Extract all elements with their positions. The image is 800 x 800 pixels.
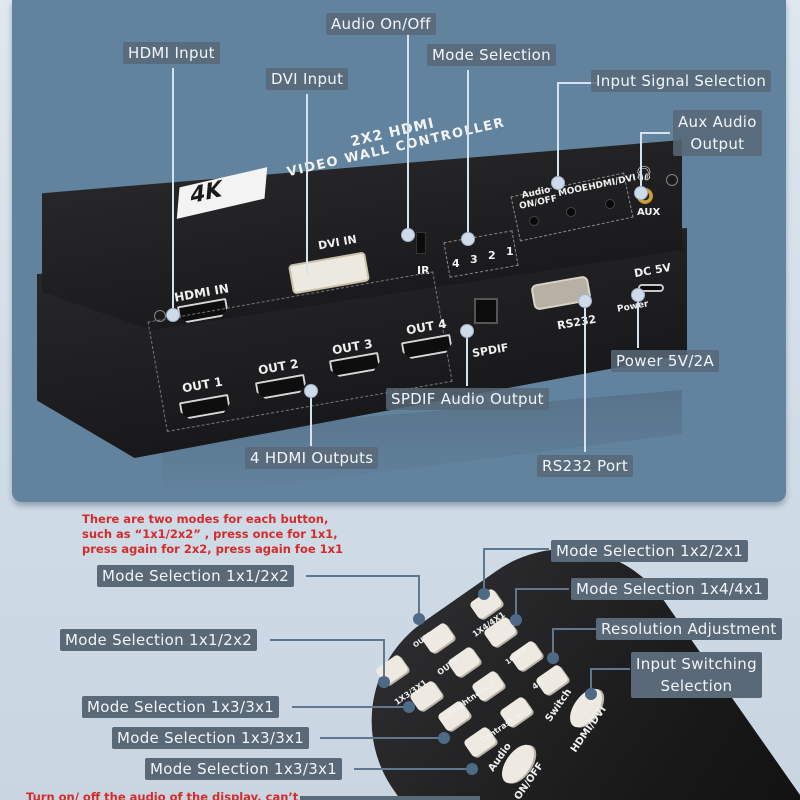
callout-label-cutoff <box>300 796 480 800</box>
callout-line <box>590 668 630 670</box>
callout-dot <box>634 186 648 200</box>
callout-dot <box>403 701 415 713</box>
callout-input-signal-selection: Input Signal Selection <box>591 70 772 92</box>
ir-silk: IR <box>417 264 430 277</box>
hdmi-dvi-button[interactable] <box>605 199 615 209</box>
callout-line <box>466 330 468 386</box>
callout-line <box>483 548 549 550</box>
callout-dot <box>438 732 450 744</box>
callout-line <box>320 737 442 739</box>
callout-dot <box>578 294 592 308</box>
callout-line <box>270 639 384 641</box>
callout-dot <box>466 763 478 775</box>
callout-line <box>557 82 599 84</box>
callout-dot <box>166 308 180 322</box>
screw <box>666 174 678 186</box>
callout-remote-mode-1x3-3x1-c: Mode Selection 1x3/3x1 <box>145 758 343 780</box>
callout-remote-mode-1x1-2x2-b: Mode Selection 1x1/2x2 <box>60 629 258 651</box>
spdif-port <box>474 298 498 324</box>
callout-remote-mode-1x3-3x1-a: Mode Selection 1x3/3x1 <box>82 696 280 718</box>
audio-onoff-button[interactable] <box>529 216 539 226</box>
callout-line <box>467 70 469 238</box>
callout-remote-resolution-adjustment: Resolution Adjustment <box>596 618 782 640</box>
callout-dot <box>401 228 415 242</box>
callout-remote-mode-1x2-2x1: Mode Selection 1x2/2x1 <box>551 540 749 562</box>
callout-line <box>515 588 517 618</box>
callout-remote-mode-1x3-3x1-b: Mode Selection 1x3/3x1 <box>112 727 310 749</box>
callout-dot <box>413 613 425 625</box>
led-1: 1 <box>506 245 514 258</box>
callout-dot <box>460 324 474 338</box>
callout-line <box>515 588 569 590</box>
led-3: 3 <box>470 253 478 266</box>
callout-line <box>552 628 596 630</box>
callout-power: Power 5V/2A <box>611 350 720 372</box>
aux-silk: AUX <box>637 207 661 218</box>
callout-line <box>292 706 404 708</box>
callout-mode-selection: Mode Selection <box>427 44 556 66</box>
callout-dot <box>378 676 390 688</box>
callout-remote-input-switching: Input Switching Selection <box>631 652 762 698</box>
callout-rs232-port: RS232 Port <box>537 455 634 477</box>
product-ports-panel: 4K 2X2 HDMI VIDEO WALL CONTROLLER DVI IN… <box>12 0 786 502</box>
callout-line <box>557 82 559 182</box>
led-2: 2 <box>488 249 496 262</box>
callout-dot <box>547 652 559 664</box>
callout-line <box>354 768 470 770</box>
callout-line <box>383 639 385 681</box>
callout-dot <box>551 176 565 190</box>
callout-dot <box>631 288 645 302</box>
callout-line <box>310 388 312 446</box>
audio-note: Turn on/ off the audio of the display, c… <box>26 790 299 800</box>
callout-spdif-audio-output: SPDIF Audio Output <box>386 388 549 410</box>
led-4: 4 <box>452 257 460 270</box>
callout-hdmi-input: HDMI Input <box>123 42 220 64</box>
callout-line <box>552 628 554 656</box>
callout-4-hdmi-outputs: 4 HDMI Outputs <box>245 447 379 469</box>
callout-line <box>590 668 592 692</box>
ir-receiver <box>416 232 426 254</box>
callout-dot <box>585 688 597 700</box>
callout-line <box>483 548 485 592</box>
callout-line <box>584 300 586 452</box>
callout-line <box>172 68 174 316</box>
modes-explanation-note: There are two modes for each button, suc… <box>82 512 344 556</box>
callout-dot <box>461 232 475 246</box>
callout-line <box>306 94 308 274</box>
callout-line <box>637 292 639 348</box>
callout-line <box>306 575 420 577</box>
callout-dvi-input: DVI Input <box>266 68 349 90</box>
callout-line <box>418 575 420 617</box>
callout-dot <box>304 384 318 398</box>
callout-dot <box>478 588 490 600</box>
callout-aux-audio-output: Aux Audio Output <box>673 110 762 156</box>
headphone-icon: 🎧︎ <box>635 166 653 182</box>
callout-remote-mode-1x4-4x1: Mode Selection 1x4/4x1 <box>571 578 769 600</box>
callout-line <box>640 132 670 134</box>
callout-audio-onoff: Audio On/Off <box>326 13 436 35</box>
callout-line <box>640 132 642 190</box>
callout-dot <box>510 614 522 626</box>
screw <box>154 310 166 322</box>
callout-remote-mode-1x1-2x2-a: Mode Selection 1x1/2x2 <box>97 565 295 587</box>
callout-line <box>407 34 409 232</box>
mode-button[interactable] <box>566 207 576 217</box>
